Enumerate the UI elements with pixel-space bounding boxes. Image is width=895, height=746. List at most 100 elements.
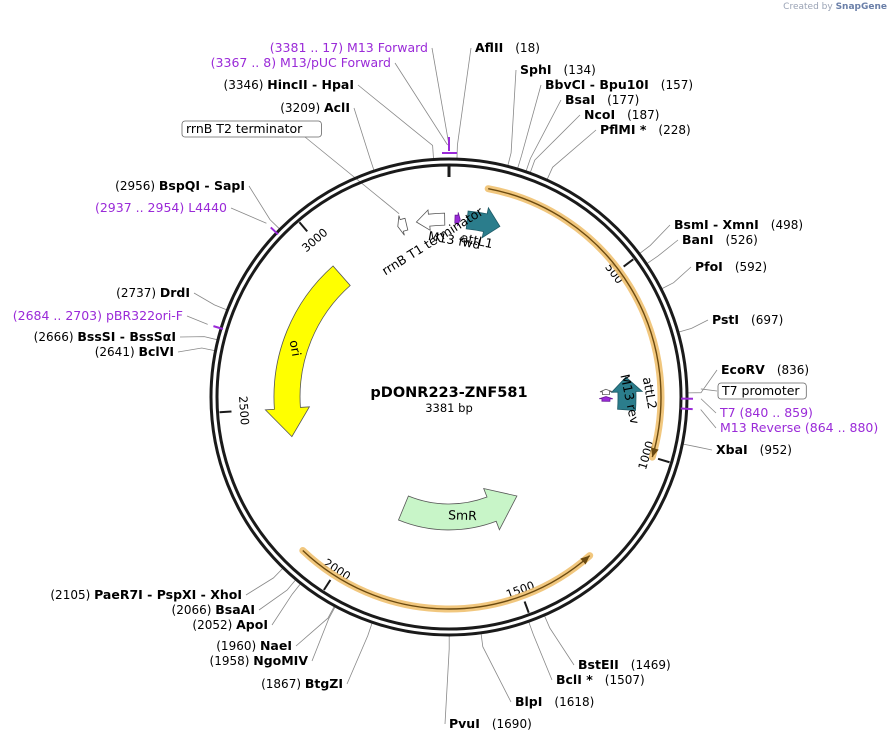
primer-leader-5 (700, 409, 717, 429)
site-position: (2641) (95, 345, 139, 359)
site-position: (592) (735, 260, 767, 274)
leader-bsmi (639, 224, 671, 254)
site-position: (1618) (554, 695, 594, 709)
site-label-bclvi: (2641) BclVI (95, 344, 174, 359)
orf-arrowhead-1 (580, 555, 590, 565)
site-pfoi: PfoI (592) (695, 259, 767, 274)
site-pvui: PvuI(1690) (449, 716, 532, 731)
site-position: (2956) (115, 179, 159, 193)
site-naei: (1960) NaeI (216, 638, 292, 653)
site-enzyme-name: BlpI (515, 694, 542, 709)
tick-2000 (323, 579, 332, 591)
leader-btgzi (346, 623, 373, 685)
feature-smr (397, 487, 518, 531)
orf-line-1 (302, 549, 591, 610)
site-acli: (3209) AclI (280, 100, 350, 115)
site-enzyme-name: BsmI (674, 217, 709, 232)
site-enzyme-name: - HpaI (308, 77, 354, 92)
site-label-hincii: (3346) HincII - HpaI (224, 77, 354, 92)
site-position: (1690) (492, 717, 532, 731)
site-enzyme-name: BspQI (159, 178, 200, 193)
feature-rrnb-t2-terminator (397, 215, 409, 236)
boxed-label-1: T7 promoter (717, 382, 807, 400)
site-enzyme-name: NaeI (260, 638, 292, 653)
leader-apoi (271, 583, 301, 626)
site-hincii: (3346) HincII - HpaI (224, 77, 354, 92)
site-xbai: XbaI(952) (716, 442, 792, 457)
primer-marks (213, 137, 694, 411)
primer-mark-4 (680, 407, 693, 411)
leader-paer7i (245, 568, 283, 596)
plasmid-length: 3381 bp (425, 401, 473, 415)
site-enzyme-name: - BssSαI (115, 329, 176, 344)
leader-lines (177, 47, 718, 725)
tick-1500 (523, 601, 530, 614)
site-enzyme-name: PstI (712, 312, 739, 327)
boxed-leader-1 (700, 388, 718, 392)
site-position: (1867) (261, 677, 305, 691)
credit-prefix: Created by (783, 2, 833, 12)
site-enzyme-name: BsaAI (215, 602, 255, 617)
site-position: (952) (760, 443, 792, 457)
site-label-drdi: (2737) DrdI (116, 285, 190, 300)
site-bsaai: (2066) BsaAI (172, 602, 255, 617)
boxed-label-text: T7 promoter (721, 383, 800, 398)
orf-line-0 (488, 188, 662, 458)
leader-bbvci (517, 84, 542, 169)
feature-m13-fwd (454, 212, 461, 227)
tick-2500 (219, 410, 232, 414)
boxed-leader-0 (304, 136, 400, 214)
tick-500 (623, 258, 634, 268)
site-label-bsaai: (2066) BsaAI (172, 602, 255, 617)
primer-mark-1 (270, 226, 279, 236)
backbone-outer-circle (209, 157, 689, 637)
site-position: (3346) (224, 78, 268, 92)
site-label-aflii: AflII(18) (475, 40, 540, 55)
site-position: (1960) (216, 639, 260, 653)
site-enzyme-name: NcoI (584, 107, 615, 122)
site-ngomiv: (1958) NgoMIV (210, 653, 309, 668)
tick-label-2500: 2500 (236, 396, 252, 426)
site-enzyme-name: - PspXI (143, 587, 197, 602)
site-label-pvui: PvuI(1690) (449, 716, 532, 731)
boxed-label-frame (181, 120, 322, 138)
leader-bspqi (248, 185, 280, 229)
leader-drdi (193, 292, 227, 311)
tick-3000 (298, 221, 308, 233)
primer-label-0: (3381 .. 17) M13 Forward (270, 40, 428, 55)
tick-1000 (657, 457, 670, 464)
leader-bsai (525, 99, 562, 171)
site-enzyme-name: AflII (475, 40, 503, 55)
primer-label-2: (2937 .. 2954) L4440 (95, 200, 227, 215)
primer-label-3: (2684 .. 2703) pBR322ori-F (13, 308, 183, 323)
site-label-bsmi: BsmI - XmnI(498) (674, 217, 803, 232)
orf-arcs (299, 185, 665, 613)
site-enzyme-name: PfoI (695, 259, 723, 274)
site-bclvi: (2641) BclVI (95, 344, 174, 359)
leader-pvui (444, 636, 450, 725)
site-enzyme-name: BbvCI (545, 77, 585, 92)
site-enzyme-name: BclI * (556, 672, 593, 687)
site-enzyme-name: SphI (520, 62, 552, 77)
site-bsssi: (2666) BssSI - BssSαI (34, 329, 176, 344)
site-enzyme-name: NgoMIV (253, 653, 308, 668)
site-bcli: BclI *(1507) (556, 672, 645, 687)
leader-pfoi (661, 266, 692, 289)
feature-attl1 (465, 206, 501, 239)
leader-bsssi (179, 336, 218, 341)
site-blpi: BlpI (1618) (515, 694, 594, 709)
boxed-label-0: rrnB T2 terminator (181, 120, 322, 138)
site-label-btgzi: (1867) BtgZI (261, 676, 343, 691)
site-drdi: (2737) DrdI (116, 285, 190, 300)
site-label-psti: PstI(697) (712, 312, 783, 327)
site-label-ncoi: NcoI(187) (584, 107, 659, 122)
site-position: (2666) (34, 330, 78, 344)
site-label-bsteii: BstEII(1469) (578, 657, 671, 672)
leader-bcli (528, 622, 553, 681)
leader-bani (646, 239, 679, 264)
site-position: (228) (658, 123, 690, 137)
leader-ecorv (687, 369, 718, 394)
site-label-bspqi: (2956) BspQI - SapI (115, 178, 245, 193)
primer-mark-2 (213, 325, 224, 330)
